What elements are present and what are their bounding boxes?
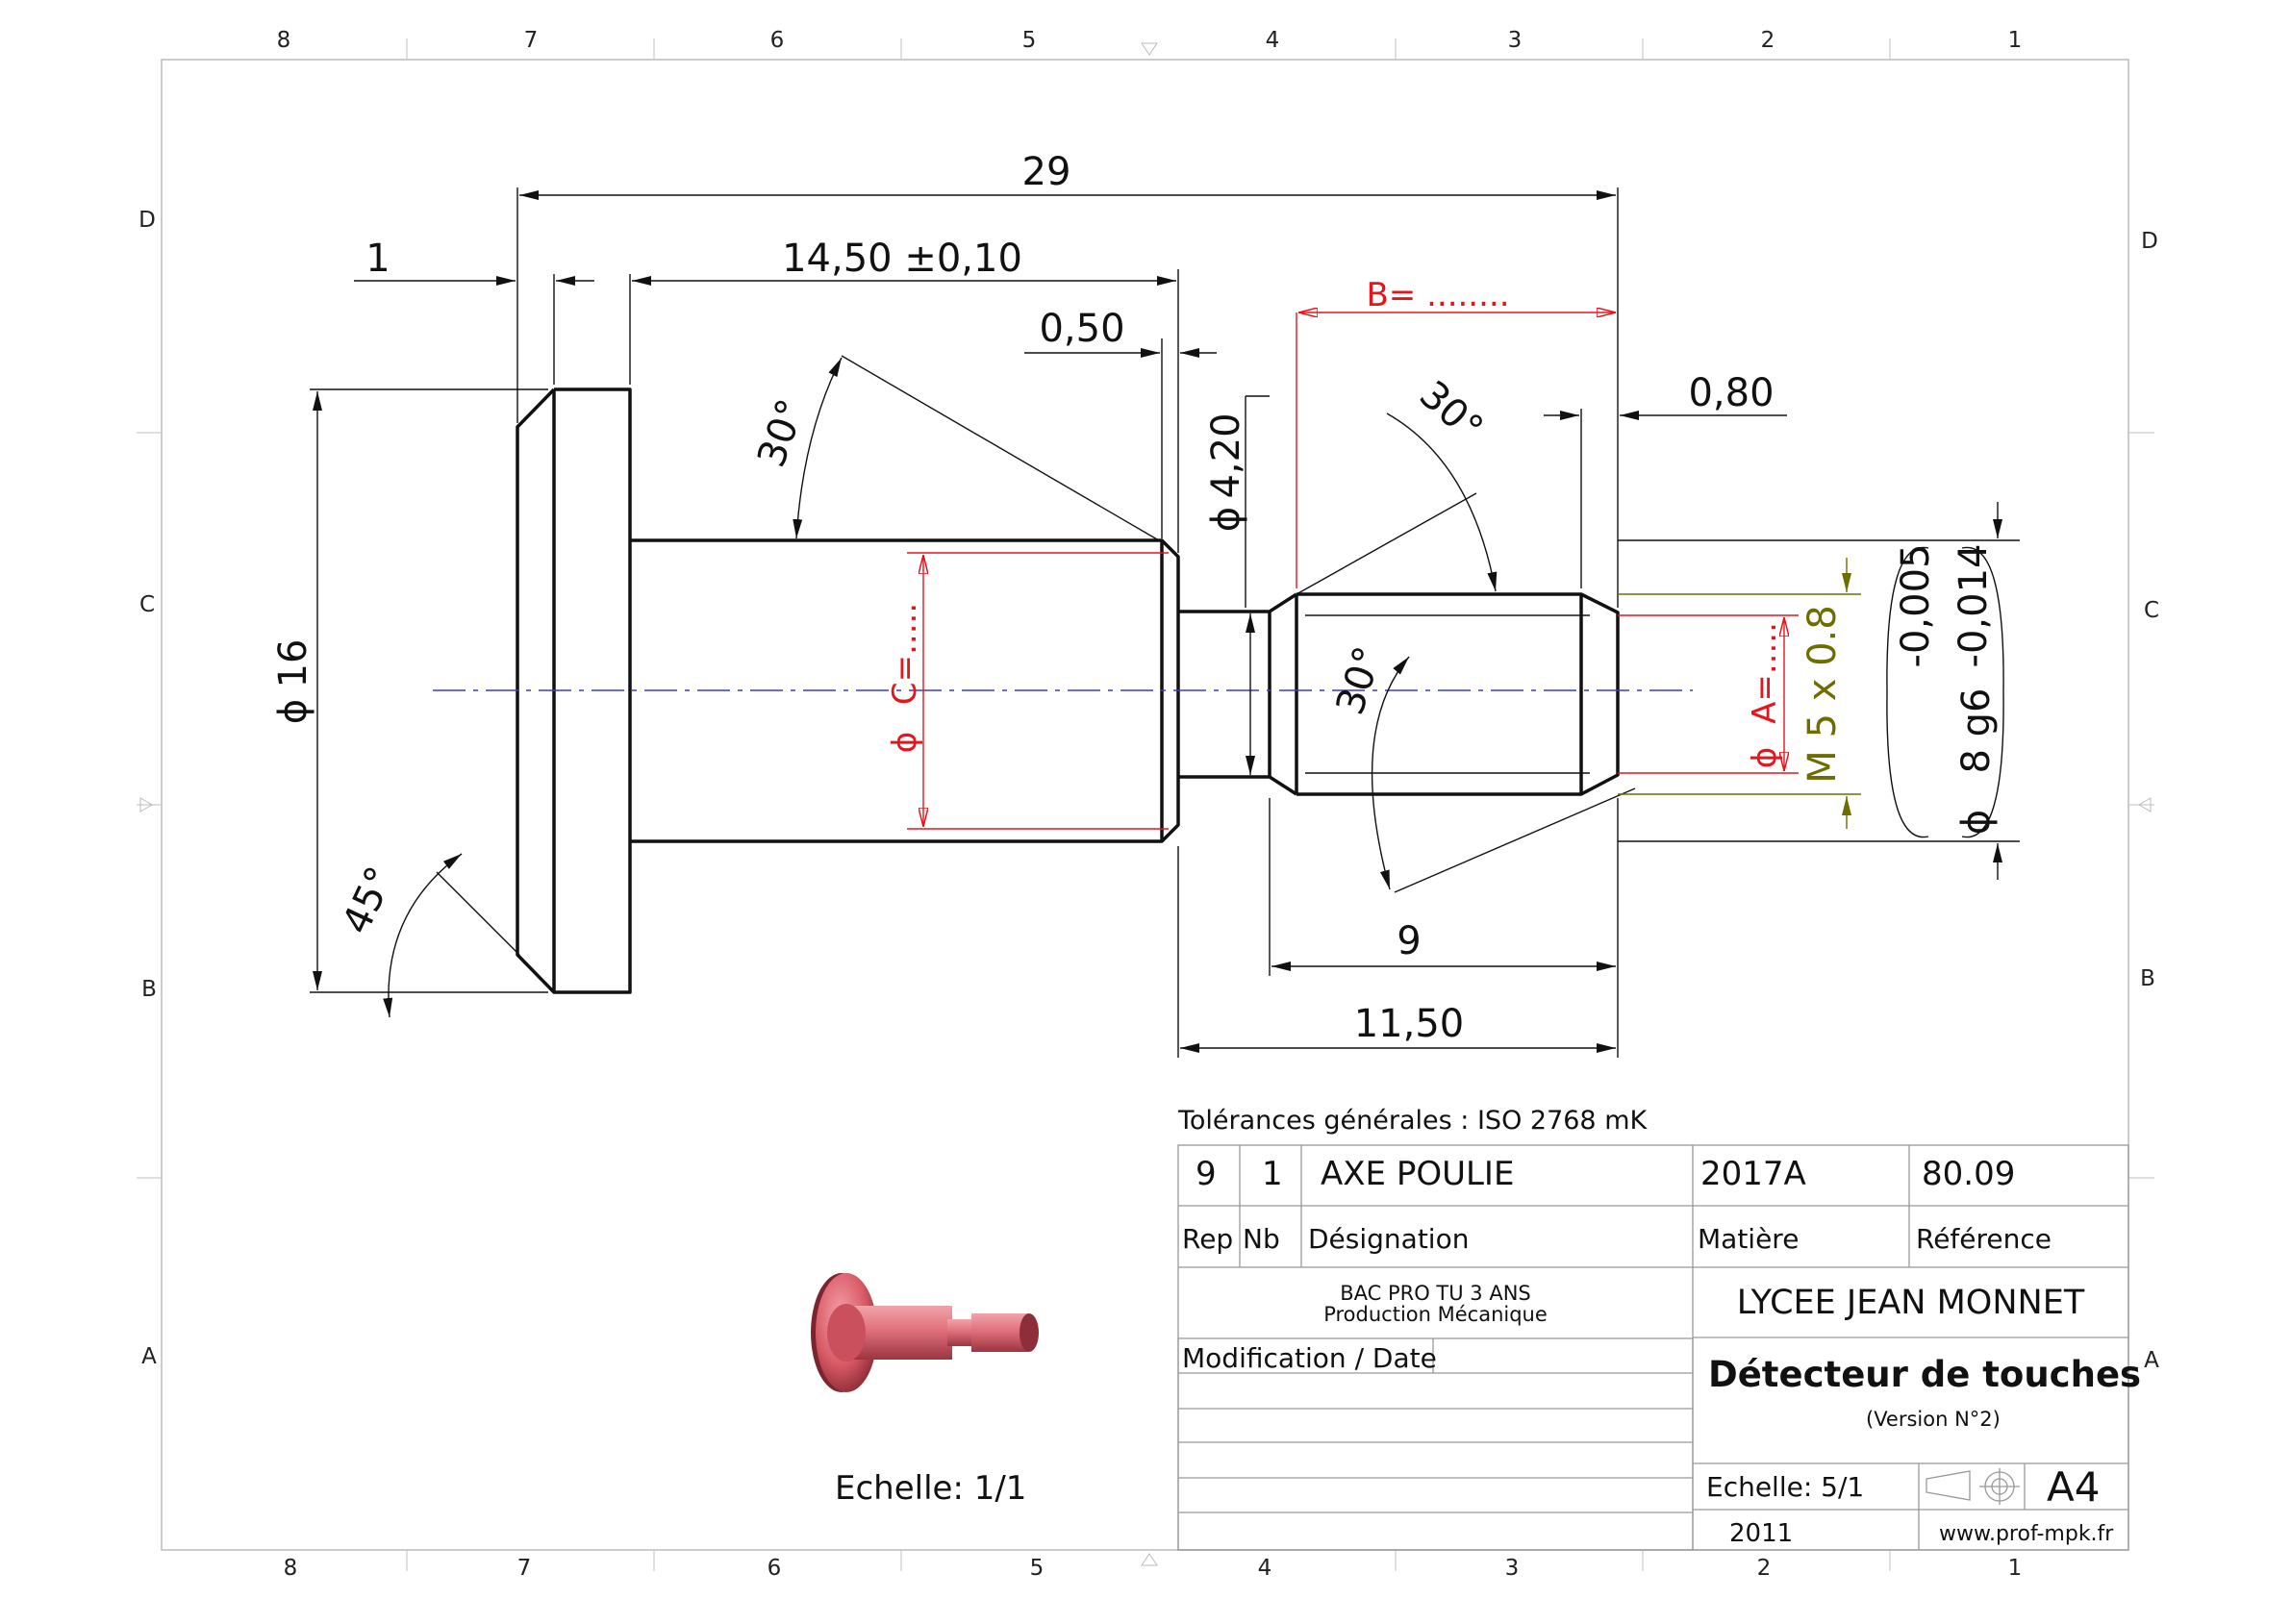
column-label: 4: [1258, 1556, 1272, 1581]
dim-tolerance-upper: -0,005: [1894, 544, 1938, 668]
dim-groove-diameter: 4,20: [1204, 412, 1248, 498]
general-tolerances: Tolérances générales : ISO 2768 mK: [1178, 1106, 1648, 1136]
column-label: 1: [2008, 28, 2023, 53]
blank-a: A=.....: [1746, 622, 1784, 724]
centering-marks: [139, 42, 2152, 1566]
dim-chamfer-shaft: 0,50: [1039, 307, 1124, 351]
modification-label: Modification / Date: [1182, 1342, 1437, 1374]
row-label: A: [2144, 1348, 2159, 1373]
column-label: 2: [1761, 28, 1775, 53]
zone-ticks: [137, 38, 2154, 1571]
sheet-format: A4: [2047, 1463, 2101, 1511]
part-nb: 1: [1262, 1155, 1283, 1193]
part-reference: 80.09: [1922, 1155, 2016, 1193]
column-label: 5: [1022, 28, 1037, 53]
blank-c-symbol: ϕ: [886, 732, 924, 753]
row-label: B: [141, 977, 157, 1002]
header-reference: Référence: [1916, 1223, 2052, 1255]
header-rep: Rep: [1182, 1223, 1234, 1255]
project-title: Détecteur de touches: [1708, 1354, 2142, 1395]
drawing-scale: Echelle: 5/1: [1706, 1471, 1865, 1503]
dimension-lines: [310, 187, 2020, 1058]
header-designation: Désignation: [1308, 1223, 1470, 1255]
blank-texts: B= ........ ϕ C=..... ϕ A=.....: [886, 276, 1784, 768]
row-label: C: [139, 592, 155, 617]
row-label: D: [2141, 229, 2158, 254]
project-version: (Version N°2): [1866, 1408, 2001, 1431]
thread-minor-lines: [1305, 614, 1590, 774]
website: www.prof-mpk.fr: [1939, 1522, 2114, 1546]
course-line-2: Production Mécanique: [1323, 1303, 1548, 1326]
column-label: 2: [1757, 1556, 1772, 1581]
projection-symbol: [1926, 1468, 2020, 1505]
dim-pin-fit: 8 g6: [1954, 687, 1999, 773]
header-material: Matière: [1698, 1223, 1800, 1255]
dim-pin-length: 11,50: [1354, 1002, 1465, 1046]
row-label: D: [138, 208, 156, 233]
dim-flange-width: 1: [365, 237, 390, 281]
dimension-texts: 29 1 14,50 ±0,10 0,50 0,80 9 11,50 ϕ 16 …: [271, 150, 1999, 1046]
column-label: 5: [1030, 1556, 1045, 1581]
school-name: LYCEE JEAN MONNET: [1736, 1284, 2085, 1322]
column-label: 3: [1505, 1556, 1520, 1581]
dim-chamfer-thread: 0,80: [1688, 371, 1774, 415]
thread-annotation-lines: [1618, 558, 1861, 829]
drawing-year: 2011: [1729, 1519, 1794, 1548]
dim-total-length: 29: [1022, 150, 1071, 194]
column-label: 6: [770, 28, 785, 53]
row-label: C: [2144, 598, 2159, 623]
column-label: 4: [1266, 28, 1280, 53]
dim-flange-diameter: 16: [271, 639, 315, 688]
column-label: 7: [517, 1556, 532, 1581]
row-label: B: [2140, 966, 2155, 991]
column-label: 3: [1508, 28, 1523, 53]
dim-flange-diameter-symbol: ϕ: [271, 699, 315, 724]
column-label: 1: [2008, 1556, 2023, 1581]
blank-b: B= ........: [1366, 276, 1509, 314]
column-label: 8: [277, 28, 291, 53]
dim-groove-diameter-symbol: ϕ: [1204, 507, 1248, 532]
dim-tolerance-lower: -0,014: [1951, 544, 1996, 668]
part-material: 2017A: [1700, 1155, 1806, 1193]
row-label: A: [141, 1344, 157, 1369]
header-nb: Nb: [1243, 1223, 1280, 1255]
blank-c: C=.....: [886, 603, 924, 705]
modification-table: [1177, 1337, 1694, 1551]
render-scale: Echelle: 1/1: [835, 1469, 1027, 1508]
course-line-1: BAC PRO TU 3 ANS: [1340, 1282, 1531, 1305]
red-annotations: [907, 312, 1799, 830]
column-label: 6: [768, 1556, 782, 1581]
part-rep: 9: [1196, 1155, 1217, 1193]
sheet-frame: [161, 59, 2129, 1551]
part-designation: AXE POULIE: [1321, 1155, 1515, 1193]
thread-spec: M 5 x 0.8: [1800, 605, 1845, 783]
part-3d-render: [811, 1273, 1039, 1392]
dim-shaft-length: 14,50 ±0,10: [782, 237, 1022, 281]
dim-pin-fit-symbol: ϕ: [1954, 810, 1999, 835]
dim-angle-flange: 45°: [334, 861, 403, 941]
blank-a-symbol: ϕ: [1746, 747, 1784, 768]
dim-thread-length: 9: [1397, 919, 1421, 963]
dim-angle-shaft: 30°: [749, 393, 814, 472]
column-label: 8: [284, 1556, 298, 1581]
column-label: 7: [524, 28, 539, 53]
